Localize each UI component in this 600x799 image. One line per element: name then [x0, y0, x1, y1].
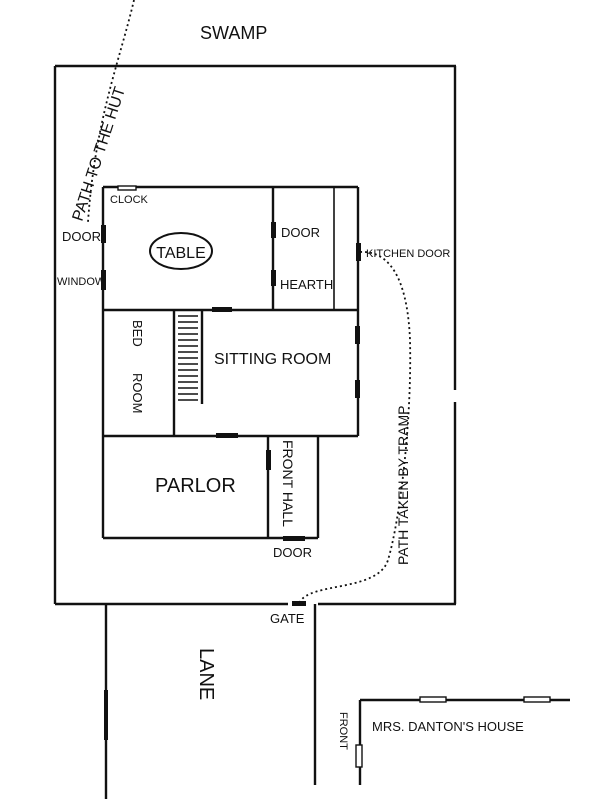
front-label: FRONT	[337, 712, 349, 750]
table-label: TABLE	[156, 245, 206, 262]
yard-boundary	[53, 64, 457, 606]
swamp-label: SWAMP	[200, 23, 267, 43]
path-tramp-label: PATH TAKEN BY TRAMP	[395, 406, 411, 565]
bed-label: BED	[130, 320, 145, 347]
sitting-room-label: SITTING ROOM	[214, 351, 331, 368]
kitchen	[101, 185, 361, 310]
parlor-block	[101, 434, 320, 541]
lane-label: LANE	[195, 648, 217, 700]
staircase-icon	[178, 315, 198, 401]
lane-walls	[104, 604, 317, 799]
parlor-label: PARLOR	[155, 475, 236, 497]
danton-house-label: MRS. DANTON'S HOUSE	[372, 719, 524, 734]
gate-icon	[292, 601, 306, 606]
hearth-label: HEARTH	[280, 277, 333, 292]
clock-label: CLOCK	[110, 194, 149, 206]
front-hall-label: FRONT HALL	[280, 440, 296, 527]
gate-label: GATE	[270, 611, 305, 626]
door-west-label: DOOR	[62, 229, 101, 244]
sitting-bed-block	[101, 307, 360, 438]
room-label: ROOM	[130, 373, 145, 413]
clock-icon	[117, 185, 137, 191]
path-taken-by-tramp	[299, 251, 412, 603]
table-icon	[149, 232, 213, 270]
door-front-label: DOOR	[273, 545, 312, 560]
window-label: WINDOW	[57, 276, 106, 288]
danton-house	[355, 696, 570, 785]
kitchen-door-label: KITCHEN DOOR	[366, 248, 450, 260]
path-to-hut	[87, 0, 135, 223]
door-inner-label: DOOR	[281, 225, 320, 240]
